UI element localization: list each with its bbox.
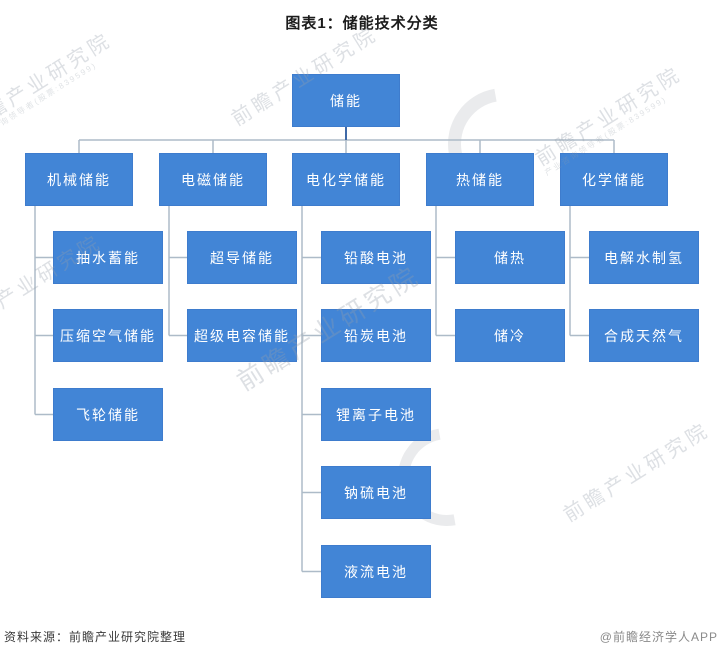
node-leaf: 合成天然气 [589,309,699,362]
node-leaf: 抽水蓄能 [53,231,163,284]
node-leaf: 储热 [455,231,565,284]
node-leaf: 超级电容储能 [187,309,297,362]
source-note: 资料来源：前瞻产业研究院整理 [4,630,187,644]
node-leaf: 超导储能 [187,231,297,284]
node-leaf: 压缩空气储能 [53,309,163,362]
node-category: 化学储能 [560,153,668,206]
node-leaf: 电解水制氢 [589,231,699,284]
brand-note: @前瞻经济学人APP [599,630,718,644]
node-leaf: 钠硫电池 [321,466,431,519]
chart-title: 图表1：储能技术分类 [285,15,439,32]
node-category: 机械储能 [25,153,133,206]
node-leaf: 锂离子电池 [321,388,431,441]
node-category: 热储能 [426,153,534,206]
node-leaf: 储冷 [455,309,565,362]
node-leaf: 铅酸电池 [321,231,431,284]
node-root: 储能 [292,74,400,127]
node-leaf: 飞轮储能 [53,388,163,441]
node-category: 电磁储能 [159,153,267,206]
node-leaf: 液流电池 [321,545,431,598]
node-leaf: 铅炭电池 [321,309,431,362]
node-category: 电化学储能 [292,153,400,206]
